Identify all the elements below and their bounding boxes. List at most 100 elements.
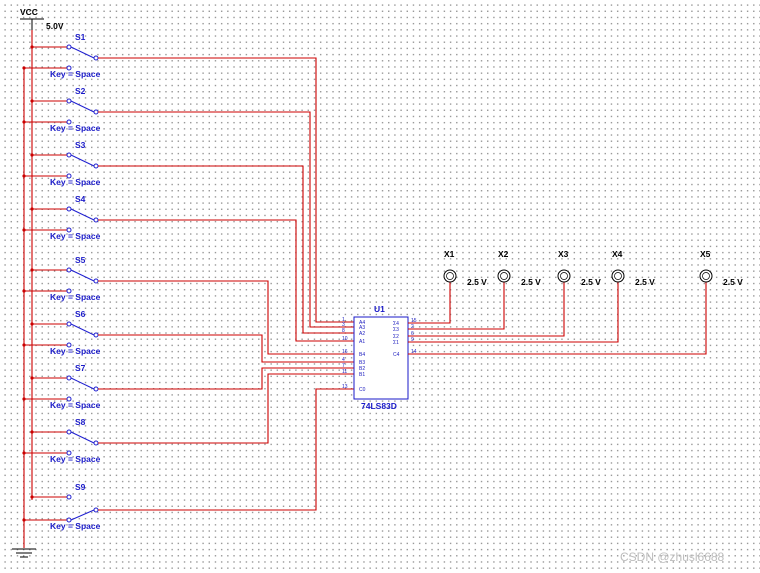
switch-key-label: Key = Space [50, 346, 101, 356]
probe-name-label: X2 [498, 249, 509, 259]
switch-contact-bottom [66, 288, 72, 294]
input-wire-9 [98, 388, 354, 511]
switch-common [93, 109, 99, 115]
pin-number: 4 [342, 357, 345, 363]
junction-dot [22, 66, 26, 70]
switch-contact-bottom [66, 396, 72, 402]
switch-contact-top [66, 375, 72, 381]
junction-dot [30, 153, 34, 157]
probe-lamp [611, 269, 625, 283]
switch-contact-top [66, 321, 72, 327]
input-wire-2 [98, 111, 354, 328]
ground-symbol [12, 548, 36, 558]
pin-name: B3 [359, 360, 365, 366]
pin-number: 10 [342, 336, 348, 342]
switch-arm[interactable] [70, 46, 95, 59]
switch-arm[interactable] [70, 269, 95, 282]
watermark: CSDN @zhusl6688 [620, 550, 725, 564]
pin-number: 13 [342, 384, 348, 390]
switch-contact-top [66, 494, 72, 500]
probe-voltage-label: 2.5 V [521, 277, 541, 287]
switch-arm[interactable] [70, 509, 95, 521]
switch-key-label: Key = Space [50, 454, 101, 464]
pin-name: B4 [359, 352, 365, 358]
junction-dot [22, 174, 26, 178]
pin-number: 7 [342, 363, 345, 369]
switch-to-chip-wires [98, 57, 354, 511]
probe-voltage-label: 2.5 V [467, 277, 487, 287]
probe-x5: X52.5 V [699, 249, 743, 287]
input-wire-4 [98, 219, 354, 342]
switch-arm[interactable] [70, 154, 95, 167]
output-wire-5 [408, 282, 707, 355]
chip-body [353, 316, 409, 400]
input-wire-6 [98, 334, 354, 363]
pin-number: 3 [342, 322, 345, 328]
switch-common [93, 507, 99, 513]
probe-x2: X2 2.5 V [497, 249, 541, 287]
switch-contact-top [66, 152, 72, 158]
probe-x3: X32.5 V [557, 249, 601, 287]
output-wire-3 [408, 282, 565, 337]
switch-arm[interactable] [70, 323, 95, 336]
junction-dot [22, 343, 26, 347]
switch-arm[interactable] [70, 377, 95, 390]
switch-contact-bottom [66, 65, 72, 71]
probe-x4: X42.5 V [611, 249, 655, 287]
output-wire-2 [408, 282, 505, 330]
switch-contact-top [66, 206, 72, 212]
junction-dot [22, 228, 26, 232]
switch-contact-top [66, 98, 72, 104]
input-wire-1 [98, 57, 354, 323]
pin-number: 6 [411, 331, 414, 337]
probe-name-label: X3 [558, 249, 569, 259]
pin-name: A3 [359, 325, 365, 331]
switch-arm[interactable] [70, 431, 95, 444]
pin-name: B2 [359, 366, 365, 372]
switch-contact-bottom [66, 227, 72, 233]
chip-part-label: 74LS83D [361, 401, 397, 411]
switch-key-label: Key = Space [50, 123, 101, 133]
switch-name-label: S7 [75, 363, 86, 373]
switch-key-label: Key = Space [50, 400, 101, 410]
probe-lamp [557, 269, 571, 283]
switch-common [93, 278, 99, 284]
switch-key-label: Key = Space [50, 231, 101, 241]
pin-name: Σ3 [393, 327, 399, 333]
pin-name: A1 [359, 339, 365, 345]
switch-arm[interactable] [70, 100, 95, 113]
switch-contact-top [66, 429, 72, 435]
junction-dot [22, 289, 26, 293]
switch-contact-bottom [66, 450, 72, 456]
probe-lamp [443, 269, 457, 283]
switch-contact-top [66, 44, 72, 50]
junction-dot [30, 99, 34, 103]
input-wire-5 [98, 280, 354, 355]
switch-common [93, 55, 99, 61]
pin-name: Σ2 [393, 334, 399, 340]
pin-number: 8 [342, 328, 345, 334]
pin-number: 1 [342, 317, 345, 323]
probe-lamp [699, 269, 713, 283]
switch-name-label: S6 [75, 309, 86, 319]
pin-number: 2 [411, 324, 414, 330]
input-wire-7 [98, 367, 354, 390]
switch-arm[interactable] [70, 208, 95, 221]
pin-name: Σ1 [393, 340, 399, 346]
probe-lamp-inner [560, 272, 568, 280]
probe-lamp [497, 269, 511, 283]
pin-name: Σ4 [393, 321, 399, 327]
switch-contact-top [66, 267, 72, 273]
junction-dot [22, 397, 26, 401]
